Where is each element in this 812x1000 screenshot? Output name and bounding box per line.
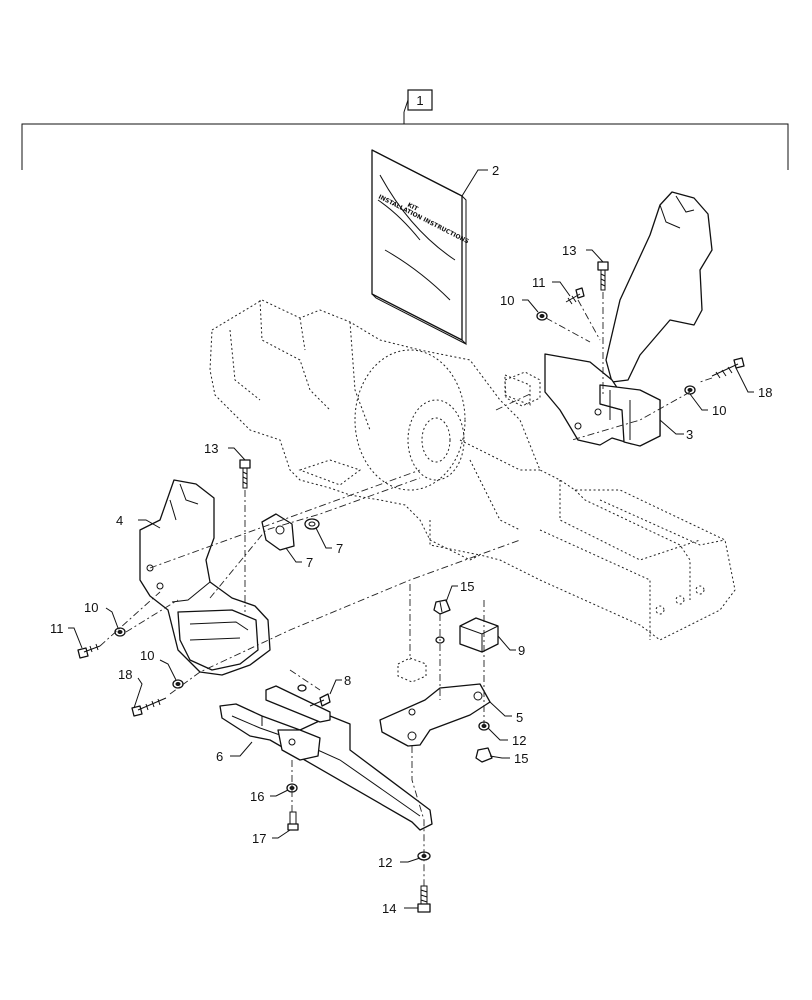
spacer-block	[459, 617, 516, 653]
callout-17: 17	[252, 831, 266, 846]
small-plate	[261, 513, 302, 563]
callout-14: 14	[382, 901, 396, 916]
callout-12-lower: 12	[378, 855, 392, 870]
callout-13-upper: 13	[562, 243, 576, 258]
callout-18-left: 18	[118, 667, 132, 682]
callout-8: 8	[344, 673, 351, 688]
washer-10-right	[684, 385, 708, 411]
kit-bracket: 1	[21, 89, 789, 170]
bolt-14	[404, 885, 431, 913]
small-block	[397, 657, 427, 683]
callout-11-lower: 11	[50, 621, 64, 636]
callout-3: 3	[686, 427, 693, 442]
washer-12-lower	[400, 851, 431, 863]
booklet-title-kit: KIT	[406, 202, 420, 214]
washer-7	[304, 518, 320, 530]
callout-13-left: 13	[204, 441, 218, 456]
callout-11-upper: 11	[532, 275, 546, 290]
bolt-17	[272, 811, 299, 839]
callout-labels: 2 3 4 5 6 7 7 8 9 10 10 10 10 11 11 12 1…	[50, 163, 772, 916]
bolt-13-upper	[586, 249, 609, 291]
alignment-lines	[99, 292, 713, 886]
callout-9: 9	[518, 643, 525, 658]
bolt-8	[297, 679, 342, 707]
nut-15-upper	[433, 585, 458, 615]
callout-16: 16	[250, 789, 264, 804]
washer-10-left-b	[159, 659, 184, 689]
bolt-18-right	[711, 357, 754, 393]
washer-16	[270, 783, 298, 797]
instruction-booklet: KIT INSTALLATION INSTRUCTIONS	[371, 149, 488, 346]
right-support-bracket	[544, 191, 713, 447]
left-support-bracket	[138, 479, 271, 676]
callout-7-washer: 7	[336, 541, 343, 556]
callout-12-right: 12	[512, 733, 526, 748]
callout-10-left-a: 10	[84, 600, 98, 615]
cross-member-plate	[379, 683, 512, 747]
callout-18-right: 18	[758, 385, 772, 400]
bolt-11-lower	[68, 627, 101, 659]
bolt-13-left	[228, 447, 251, 489]
callout-15-upper: 15	[460, 579, 474, 594]
callout-4: 4	[116, 513, 123, 528]
washer-10-upper	[522, 299, 548, 321]
washer-12-right	[478, 721, 508, 741]
callout-10-left-b: 10	[140, 648, 154, 663]
transmission-housing	[209, 299, 736, 641]
retainer-strip	[265, 685, 331, 723]
bottom-rail	[219, 703, 433, 831]
bolt-18-left	[131, 677, 167, 717]
callout-5: 5	[516, 710, 523, 725]
callout-15-lower: 15	[514, 751, 528, 766]
callout-1: 1	[416, 93, 423, 108]
callout-7-plate: 7	[306, 555, 313, 570]
callout-10-right: 10	[712, 403, 726, 418]
callout-6: 6	[216, 749, 223, 764]
nut-15-lower	[475, 747, 510, 763]
callout-2: 2	[492, 163, 499, 178]
bolt-11-upper	[552, 281, 585, 305]
callout-10-upper: 10	[500, 293, 514, 308]
